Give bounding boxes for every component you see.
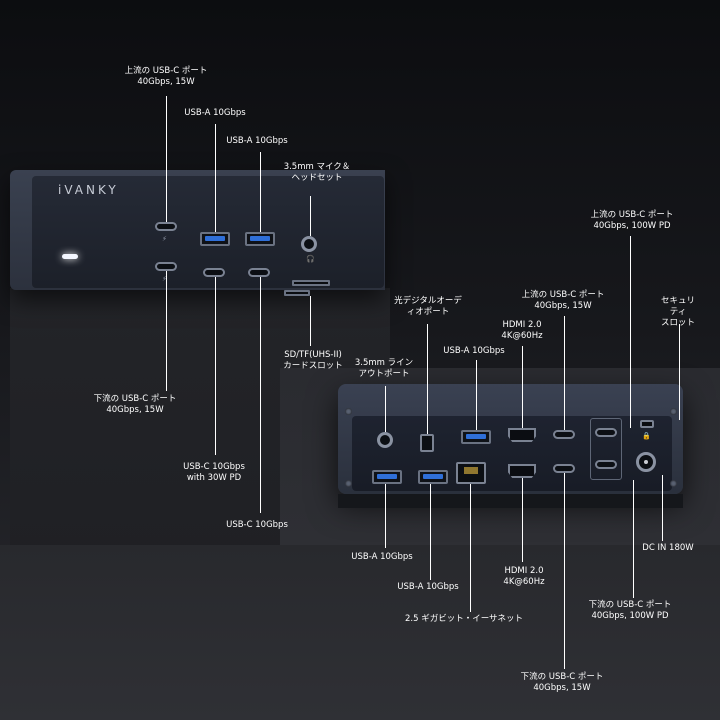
lock-icon: 🔒 [642, 432, 651, 440]
leader-line [427, 324, 428, 434]
label-rear-security-slot: セキュリティ スロット [660, 296, 695, 328]
leader-line [166, 271, 167, 391]
thunderbolt-icon: ⚡ [162, 275, 167, 283]
leader-line [679, 324, 680, 420]
background-floor [0, 545, 720, 720]
leader-line [630, 236, 631, 428]
label-front-sd: SD/TF(UHS-II) カードスロット [283, 350, 343, 371]
leader-line [385, 484, 386, 548]
screw-icon [670, 480, 677, 487]
label-rear-usbc-downstream: 下流の USB-C ポート 40Gbps, 15W [520, 672, 604, 693]
label-rear-usba-2: USB-A 10Gbps [397, 582, 459, 592]
front-usbc-10g-port[interactable] [248, 268, 270, 277]
front-usbc-downstream-port[interactable] [155, 262, 177, 271]
label-rear-usbc-pd-downstream: 下流の USB-C ポート 40Gbps, 100W PD [588, 600, 672, 621]
front-sd-slot[interactable] [292, 280, 330, 286]
front-tf-slot[interactable] [284, 290, 310, 296]
leader-line [564, 316, 565, 430]
screw-icon [670, 408, 677, 415]
rear-dc-in-port[interactable] [636, 452, 656, 472]
rear-usba-port-top[interactable] [461, 430, 491, 444]
leader-line [385, 386, 386, 432]
rear-hdmi-port-bottom[interactable] [508, 464, 536, 478]
rear-usbc-pd-downstream-port[interactable] [595, 460, 617, 469]
leader-line [260, 277, 261, 513]
front-audio-jack[interactable] [301, 236, 317, 252]
screw-icon [345, 408, 352, 415]
leader-line [633, 480, 634, 598]
leader-line [522, 478, 523, 562]
pd-port-frame [590, 418, 622, 480]
brand-logo: iVANKY [58, 183, 119, 197]
rear-hdmi-port-top[interactable] [508, 428, 536, 442]
rear-security-lock-slot[interactable] [640, 420, 654, 428]
rear-usba-port-1[interactable] [372, 470, 402, 484]
label-rear-line-out: 3.5mm ライン アウトポート [354, 358, 414, 379]
leader-line [215, 124, 216, 232]
label-rear-usbc-upstream: 上流の USB-C ポート 40Gbps, 15W [521, 290, 605, 311]
leader-line [470, 484, 471, 612]
label-rear-ethernet: 2.5 ギガビット・イーサネット [404, 614, 524, 624]
label-rear-usba-top: USB-A 10Gbps [443, 346, 505, 356]
leader-line [430, 484, 431, 580]
rear-usbc-upstream-port[interactable] [553, 430, 575, 439]
screw-icon [345, 480, 352, 487]
label-front-usbc-upstream: 上流の USB-C ポート 40Gbps, 15W [124, 66, 208, 87]
label-rear-hdmi-top: HDMI 2.0 4K@60Hz [501, 320, 543, 341]
rear-optical-port[interactable] [420, 434, 434, 452]
leader-line [166, 96, 167, 222]
thunderbolt-icon: ⚡ [162, 235, 167, 243]
front-usbc-upstream-port[interactable] [155, 222, 177, 231]
label-front-usbc-10g: USB-C 10Gbps [226, 520, 288, 530]
rear-usba-port-2[interactable] [418, 470, 448, 484]
rear-usbc-pd-upstream-port[interactable] [595, 428, 617, 437]
label-rear-dc-in: DC IN 180W [642, 543, 694, 553]
leader-line [564, 473, 565, 669]
leader-line [662, 475, 663, 541]
leader-line [476, 360, 477, 430]
label-front-usba-1: USB-A 10Gbps [184, 108, 246, 118]
label-rear-usba-1: USB-A 10Gbps [351, 552, 413, 562]
leader-line [310, 196, 311, 236]
rear-ethernet-port[interactable] [456, 462, 486, 484]
power-led-icon [62, 254, 78, 259]
label-rear-optical: 光デジタルオーデ ィオポート [394, 296, 462, 317]
label-front-usbc-downstream: 下流の USB-C ポート 40Gbps, 15W [93, 394, 177, 415]
front-usbc-pd-port[interactable] [203, 268, 225, 277]
headset-icon: 🎧 [306, 255, 315, 263]
dock-rear-base [338, 494, 683, 508]
rear-usbc-downstream-port[interactable] [553, 464, 575, 473]
leader-line [522, 346, 523, 428]
front-usba-port-2[interactable] [245, 232, 275, 246]
rear-line-out-jack[interactable] [377, 432, 393, 448]
label-front-usba-2: USB-A 10Gbps [226, 136, 288, 146]
label-rear-hdmi-bottom: HDMI 2.0 4K@60Hz [503, 566, 545, 587]
leader-line [215, 277, 216, 455]
label-front-audio: 3.5mm マイク＆ ヘッドセット [283, 162, 351, 183]
leader-line [260, 152, 261, 232]
label-front-usbc-pd: USB-C 10Gbps with 30W PD [183, 462, 245, 483]
front-usba-port-1[interactable] [200, 232, 230, 246]
label-rear-usbc-pd-upstream: 上流の USB-C ポート 40Gbps, 100W PD [590, 210, 674, 231]
leader-line [310, 296, 311, 346]
